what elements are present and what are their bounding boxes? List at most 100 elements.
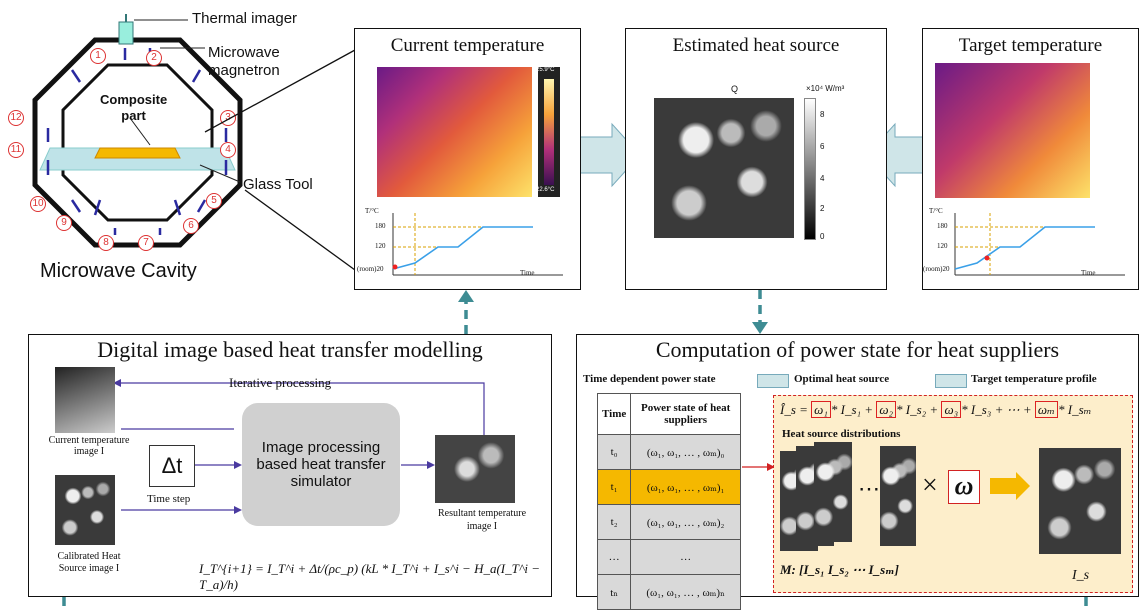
port-number-8: 8 (98, 235, 114, 251)
ellipsis: ⋯ (858, 476, 880, 501)
port-number-2: 2 (146, 50, 162, 66)
cavity-drawing (32, 14, 243, 248)
modelling-connectors (113, 379, 485, 514)
thermal-imager-label: Thermal imager (192, 10, 298, 27)
current-thermal-image (377, 67, 532, 197)
magnetron-label: Microwave magnetron (208, 44, 280, 79)
iterative-label: Iterative processing (229, 375, 332, 390)
glass-tool-label: Glass Tool (243, 176, 313, 193)
current-scale-min: 22.6°C (536, 187, 555, 193)
heat-source-figure: Q ×10⁴ W/m³ 8 6 4 2 0 (646, 74, 866, 279)
current-tick-180: 180 (375, 222, 386, 230)
flow-arrow-1 (757, 374, 789, 388)
state-cell: (ω₁, ω₁, … , ωₘ)₀ (630, 434, 741, 470)
col-time: Time (596, 393, 632, 435)
current-scale-max: 25.9°C (536, 67, 555, 73)
current-colorbar: 25.9°C 22.6°C (536, 67, 560, 197)
cb-tick-0: 0 (820, 232, 825, 241)
current-temp-image (55, 367, 115, 433)
power-title: Computation of power state for heat supp… (655, 337, 1060, 362)
port-number-6: 6 (183, 218, 199, 234)
flow-arrow-2 (935, 374, 967, 388)
microwave-cavity: Thermal imager Microwave magnetron Compo… (0, 0, 345, 290)
current-tick-120: 120 (375, 242, 386, 250)
current-ylabel: T/°C (365, 207, 379, 215)
simulator-block: Image processing based heat transfer sim… (242, 403, 400, 526)
power-state-panel: Computation of power state for heat supp… (576, 334, 1139, 610)
current-xlabel: Time (520, 269, 535, 277)
port-number-12: 12 (8, 110, 24, 126)
resultant-temp-image (435, 435, 515, 503)
port-number-1: 1 (90, 48, 106, 64)
times-sign: × (922, 470, 938, 501)
target-tick-180: 180 (937, 222, 948, 230)
outer-octagon (32, 37, 243, 248)
port-number-10: 10 (30, 196, 46, 212)
distribution-image-m (880, 446, 916, 546)
computation-region: Î_s = ω₁* I_s₁ + ω₂* I_s₂ + ω₃* I_s₃ + ⋯… (773, 395, 1133, 593)
heat-transfer-modelling-panel: Digital image based heat transfer modell… (28, 334, 552, 597)
source-formula: Î_s = ω₁* I_s₁ + ω₂* I_s₂ + ω₃* I_s₃ + ⋯… (780, 401, 1092, 418)
target-ylabel: T/°C (929, 207, 943, 215)
cb-tick-6: 6 (820, 142, 825, 151)
state-cell-highlighted: (ω₁, ω₁, … , ωₘ)₁ (630, 469, 741, 505)
state-cell: … (630, 539, 741, 575)
result-arrow-head (1016, 472, 1030, 500)
delta-t-box: Δt (149, 445, 195, 487)
heat-source-image (654, 98, 794, 238)
matrix-label: M: [I_s₁ I_s₂ ⋯ I_sₘ] (780, 562, 899, 577)
time-cell: … (596, 539, 632, 575)
distribution-image-3 (814, 442, 852, 542)
target-profile-chart (954, 213, 1125, 276)
current-tick-room: (room)20 (357, 265, 384, 273)
heat-equation: I_T^{i+1} = I_T^i + Δt/(ρc_p) (kL * I_T^… (199, 561, 540, 592)
weight-m: ωₘ (1034, 401, 1059, 418)
heat-source-unit: ×10⁴ W/m³ (806, 84, 845, 93)
modelling-title: Digital image based heat transfer modell… (97, 337, 483, 362)
col-power: Power state of heat suppliers (630, 393, 741, 435)
port-number-7: 7 (138, 235, 154, 251)
estimated-heat-source-panel: Estimated heat source Q ×10⁴ W/m³ 8 6 4 … (625, 28, 887, 290)
port-number-9: 9 (56, 215, 72, 231)
cb-tick-8: 8 (820, 110, 825, 119)
omega-box: ω (948, 470, 980, 504)
port-number-11: 11 (8, 142, 24, 158)
calibrated-heat-source-image (55, 475, 115, 545)
weight-3: ω₃ (941, 401, 962, 418)
heat-source-distributions-label: Heat source distributions (782, 428, 901, 440)
flow-time-dependent: Time dependent power state (583, 373, 716, 385)
target-tick-120: 120 (937, 242, 948, 250)
heat-source-img-title: Q (731, 84, 739, 94)
time-cell: t₂ (596, 504, 632, 540)
cb-tick-4: 4 (820, 174, 825, 183)
flow-optimal: Optimal heat source (794, 373, 890, 385)
composite-part-shape (94, 147, 181, 159)
heat-source-colorbar (804, 98, 816, 240)
state-cell: (ω₁, ω₁, … , ωₘ)₂ (630, 504, 741, 540)
cb-tick-2: 2 (820, 204, 825, 213)
inner-octagon (61, 63, 214, 222)
target-tick-room: (room)20 (923, 265, 950, 273)
current-title: Current temperature (390, 35, 545, 56)
composite-part-label: Composite part (100, 92, 168, 123)
port-number-4: 4 (220, 142, 236, 158)
flow-target: Target temperature profile (971, 373, 1097, 385)
time-cell: tₙ (596, 574, 632, 610)
result-arrow (990, 478, 1016, 494)
target-temperature-panel: Target temperature T/°C 180 120 (room)20… (922, 28, 1139, 290)
power-connectors (742, 463, 775, 471)
time-cell: t₀ (596, 434, 632, 470)
time-step-label: Time step (147, 493, 191, 505)
estimated-title: Estimated heat source (672, 35, 840, 56)
target-title: Target temperature (958, 35, 1103, 56)
port-number-5: 5 (206, 193, 222, 209)
target-xlabel: Time (1081, 269, 1096, 277)
is-label: I_s (1072, 568, 1090, 583)
state-cell: (ω₁, ω₁, … , ωₘ)ₙ (630, 574, 741, 610)
weight-2: ω₂ (876, 401, 897, 418)
current-temperature-panel: Current temperature 25.9°C 22.6°C T/°C 1… (354, 28, 581, 290)
